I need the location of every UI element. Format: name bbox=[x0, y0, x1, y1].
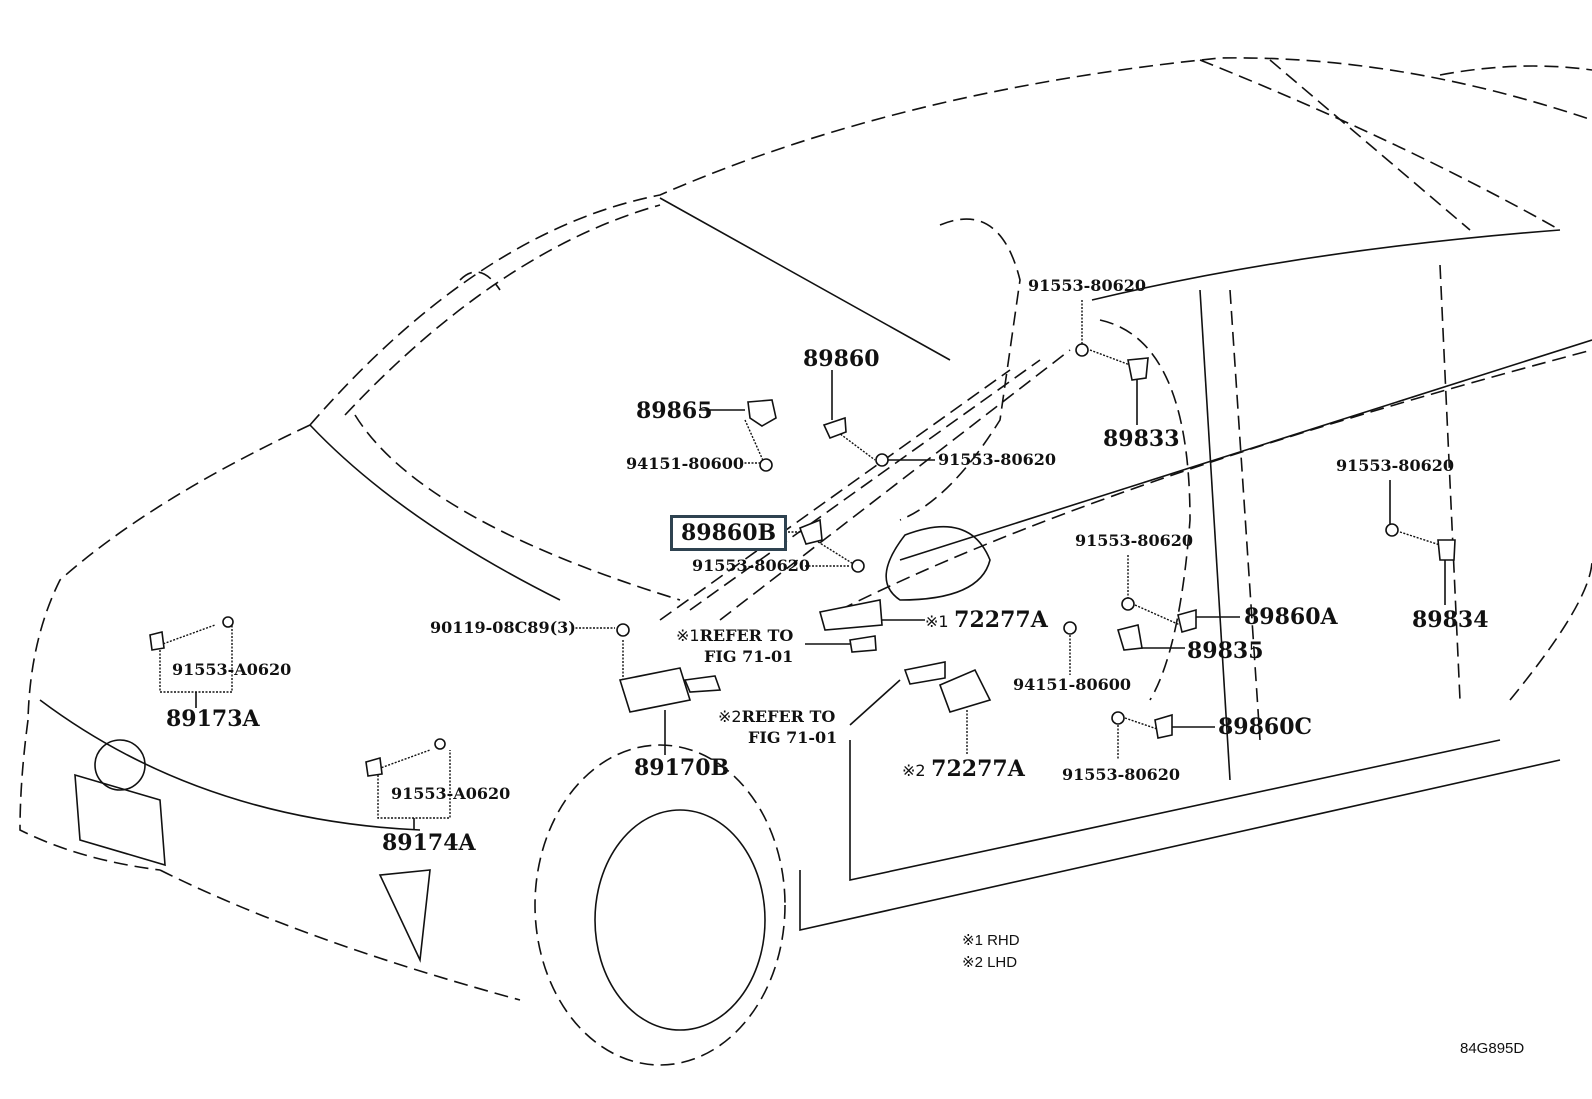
fig-text: FIG 71-01 bbox=[704, 647, 794, 666]
roof-line bbox=[309, 57, 1592, 426]
bolt-91553-top bbox=[1075, 343, 1089, 357]
sensor-89860A-part bbox=[1177, 608, 1197, 633]
hood-line bbox=[27, 424, 311, 721]
sensor-89835-part bbox=[1116, 624, 1143, 651]
legend-rhd: ※1 RHD bbox=[962, 932, 1020, 949]
airbag-ecu-89170B bbox=[618, 667, 692, 713]
legend-lhd: ※2 LHD bbox=[962, 954, 1018, 971]
front-bumper bbox=[19, 719, 161, 871]
connector-ref1 bbox=[849, 635, 877, 653]
sensor-89174A-part bbox=[365, 756, 383, 777]
rhd-marker: ※1 bbox=[925, 612, 949, 631]
part-label-89173A[interactable]: 89173A bbox=[166, 706, 260, 732]
figure-code: 84G895D bbox=[1460, 1040, 1525, 1057]
nut-94151-b bbox=[1063, 621, 1077, 635]
part-number: 72277A bbox=[931, 756, 1025, 782]
part-label-91553-80620[interactable]: 91553-80620 bbox=[1336, 456, 1454, 475]
beltline bbox=[839, 349, 1592, 611]
screw-90119 bbox=[616, 623, 630, 637]
fog-lamp bbox=[94, 739, 146, 791]
part-label-89833[interactable]: 89833 bbox=[1103, 426, 1180, 452]
windshield-edge bbox=[659, 197, 951, 361]
part-label-91553-80620[interactable]: 91553-80620 bbox=[1075, 531, 1193, 550]
bracket-72277A-2 bbox=[938, 668, 992, 713]
refer-to-fig-71-01-lhd[interactable]: ※2REFER TO FIG 71-01 bbox=[718, 706, 837, 748]
part-label-91553-80620[interactable]: 91553-80620 bbox=[938, 450, 1056, 469]
leader-ref2 bbox=[849, 679, 901, 726]
door-bottom bbox=[849, 739, 1501, 881]
bolt-91553-A0620-a bbox=[222, 616, 234, 628]
sensor-89865-part bbox=[747, 399, 777, 427]
nut-94151-a bbox=[759, 458, 773, 472]
steering-wheel bbox=[885, 525, 991, 601]
legend-notes: ※1 RHD ※2 LHD bbox=[962, 930, 1020, 974]
bolt-91553-c bbox=[1121, 597, 1135, 611]
sensor-89173A-part bbox=[149, 631, 165, 651]
part-label-89835[interactable]: 89835 bbox=[1187, 638, 1264, 664]
part-label-72277A-rhd[interactable]: ※1 72277A bbox=[925, 609, 1048, 631]
fig-text: FIG 71-01 bbox=[748, 728, 838, 747]
part-label-89860[interactable]: 89860 bbox=[803, 346, 880, 372]
part-label-91553-A0620[interactable]: 91553-A0620 bbox=[172, 660, 292, 679]
sensor-89860B-part bbox=[798, 518, 823, 545]
lhd-marker: ※2 bbox=[902, 761, 926, 780]
part-label-91553-80620[interactable]: 91553-80620 bbox=[1062, 765, 1180, 784]
part-number: 72277A bbox=[954, 607, 1048, 633]
part-label-91553-80620[interactable]: 91553-80620 bbox=[692, 556, 810, 575]
part-label-91553-A0620[interactable]: 91553-A0620 bbox=[391, 784, 511, 803]
refer-to-fig-71-01-rhd[interactable]: ※1REFER TO FIG 71-01 bbox=[676, 625, 793, 667]
front-wheel bbox=[594, 809, 766, 1031]
part-label-72277A-lhd[interactable]: ※2 72277A bbox=[902, 758, 1025, 780]
connector-ref2 bbox=[903, 661, 946, 685]
part-label-89834[interactable]: 89834 bbox=[1412, 607, 1489, 633]
part-label-89860A[interactable]: 89860A bbox=[1244, 604, 1338, 630]
bolt-91553-d bbox=[1111, 711, 1125, 725]
lhd-marker: ※2 bbox=[718, 707, 742, 726]
part-label-89860B-highlighted[interactable]: 89860B bbox=[670, 515, 788, 551]
front-wheel-arch bbox=[534, 744, 786, 1066]
bolt-91553-a bbox=[875, 453, 889, 467]
seat-back bbox=[899, 218, 1021, 521]
sensor-89834-part bbox=[1437, 539, 1456, 561]
sensor-89860C-part bbox=[1154, 713, 1173, 739]
bolt-91553-A0620-b bbox=[434, 738, 446, 750]
part-label-94151-80600[interactable]: 94151-80600 bbox=[1013, 675, 1131, 694]
refer-text: REFER TO bbox=[741, 707, 836, 726]
part-label-89865[interactable]: 89865 bbox=[636, 398, 713, 424]
refer-text: REFER TO bbox=[699, 626, 794, 645]
part-label-91553-80620[interactable]: 91553-80620 bbox=[1028, 276, 1146, 295]
rhd-marker: ※1 bbox=[676, 626, 700, 645]
part-label-89170B[interactable]: 89170B bbox=[634, 755, 730, 781]
part-label-89174A[interactable]: 89174A bbox=[382, 830, 476, 856]
license-plate bbox=[74, 773, 166, 867]
part-label-89860C[interactable]: 89860C bbox=[1218, 714, 1313, 740]
sensor-89860-part bbox=[822, 416, 847, 440]
b-pillar bbox=[1199, 289, 1231, 781]
bolt-91553-b bbox=[851, 559, 865, 573]
leader-bracket-89173A bbox=[159, 625, 233, 693]
sensor-89833-part bbox=[1127, 357, 1149, 381]
part-label-90119-08C89[interactable]: 90119-08C89(3) bbox=[430, 618, 576, 637]
bolt-91553-right bbox=[1385, 523, 1399, 537]
bracket-72277A-1 bbox=[818, 599, 883, 631]
part-label-94151-80600[interactable]: 94151-80600 bbox=[626, 454, 744, 473]
